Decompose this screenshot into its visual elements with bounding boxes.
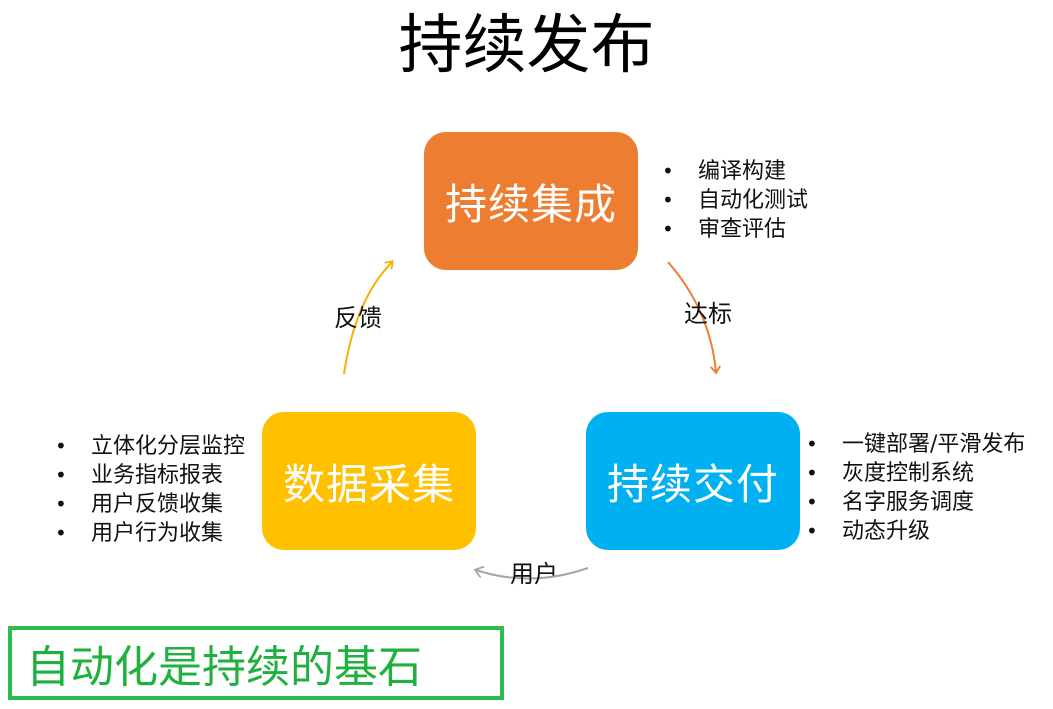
list-item: 立体化分层监控 (55, 432, 245, 461)
ci-bullet-list: 编译构建 自动化测试 审查评估 (662, 157, 808, 244)
arrow-user (476, 568, 589, 580)
node-data-collection: 数据采集 (262, 412, 476, 550)
list-item: 动态升级 (806, 517, 1025, 546)
cd-bullet-list: 一键部署/平滑发布 灰度控制系统 名字服务调度 动态升级 (806, 430, 1025, 546)
footer-text: 自动化是持续的基石 (26, 642, 422, 693)
list-item: 编译构建 (662, 157, 808, 186)
edge-label-user: 用户 (510, 560, 558, 588)
list-item: 业务指标报表 (55, 461, 245, 490)
node-continuous-integration: 持续集成 (424, 132, 638, 270)
list-item: 灰度控制系统 (806, 459, 1025, 488)
list-item: 自动化测试 (662, 186, 808, 215)
list-item: 用户行为收集 (55, 519, 245, 548)
arrow-feedback (343, 262, 392, 375)
list-item: 一键部署/平滑发布 (806, 430, 1025, 459)
node-label: 持续集成 (444, 179, 617, 229)
node-label: 持续交付 (606, 459, 779, 509)
page-title: 持续发布 (398, 9, 655, 83)
arrow-reach (667, 261, 716, 372)
edge-label-feedback: 反馈 (334, 304, 382, 332)
edge-label-reach: 达标 (684, 300, 732, 328)
list-item: 审查评估 (662, 215, 808, 244)
node-label: 数据采集 (282, 459, 455, 509)
footer-banner: 自动化是持续的基石 (8, 626, 504, 700)
list-item: 名字服务调度 (806, 488, 1025, 517)
dc-bullet-list: 立体化分层监控 业务指标报表 用户反馈收集 用户行为收集 (55, 432, 245, 548)
node-continuous-delivery: 持续交付 (586, 412, 800, 550)
list-item: 用户反馈收集 (55, 490, 245, 519)
